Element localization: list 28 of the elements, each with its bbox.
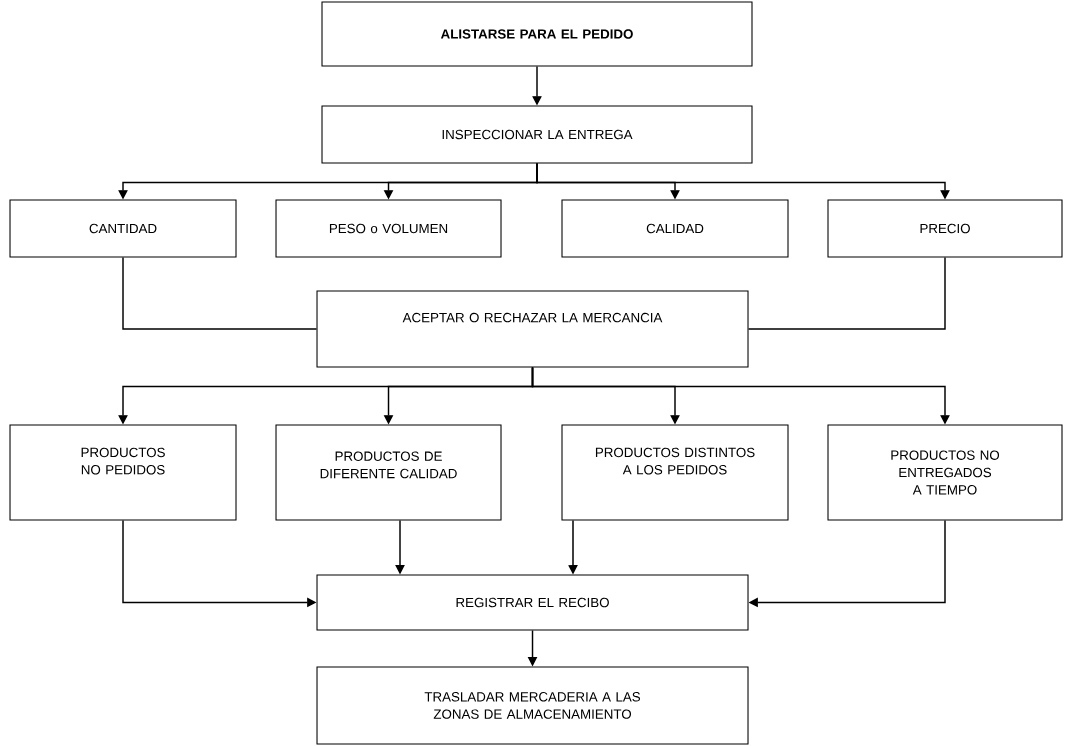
node-label: PRODUCTOS NO PEDIDOS [81,447,165,475]
process-box [827,199,1063,258]
connector-line [122,256,318,330]
node-label: ACEPTAR O RECHAZAR LA MERCANCIA [402,312,663,323]
process-box [275,424,502,521]
node-label: PRODUCTOS DE DIFERENTE CALIDAD [320,451,457,479]
process-box [316,574,749,631]
process-box [9,424,237,521]
process-box [827,424,1063,521]
node-label: PRODUCTOS DISTINTOS A LOS PEDIDOS [595,447,755,475]
connector-line [747,256,946,330]
node-label: PRODUCTOS NO ENTREGADOS A TIEMPO [891,450,1000,495]
node-label: INSPECCIONAR LA ENTREGA [442,129,633,140]
node-label: CALIDAD [646,223,704,234]
process-box [9,199,237,258]
node-label: TRASLADAR MERCADERIA A LAS ZONAS DE ALMACENAMIENTO [424,692,641,719]
process-box [316,290,749,368]
process-box [321,1,753,67]
process-box [321,105,753,164]
node-label: PESO o VOLUMEN [329,223,448,234]
node-label: ALISTARSE PARA EL PEDIDO [440,29,633,39]
node-label: CANTIDAD [89,223,157,234]
process-box [316,666,749,745]
process-box [561,424,789,521]
node-label: PRECIO [920,223,970,234]
node-label: REGISTRAR EL RECIBO [456,597,609,608]
process-box [561,199,789,258]
process-box [275,199,502,258]
